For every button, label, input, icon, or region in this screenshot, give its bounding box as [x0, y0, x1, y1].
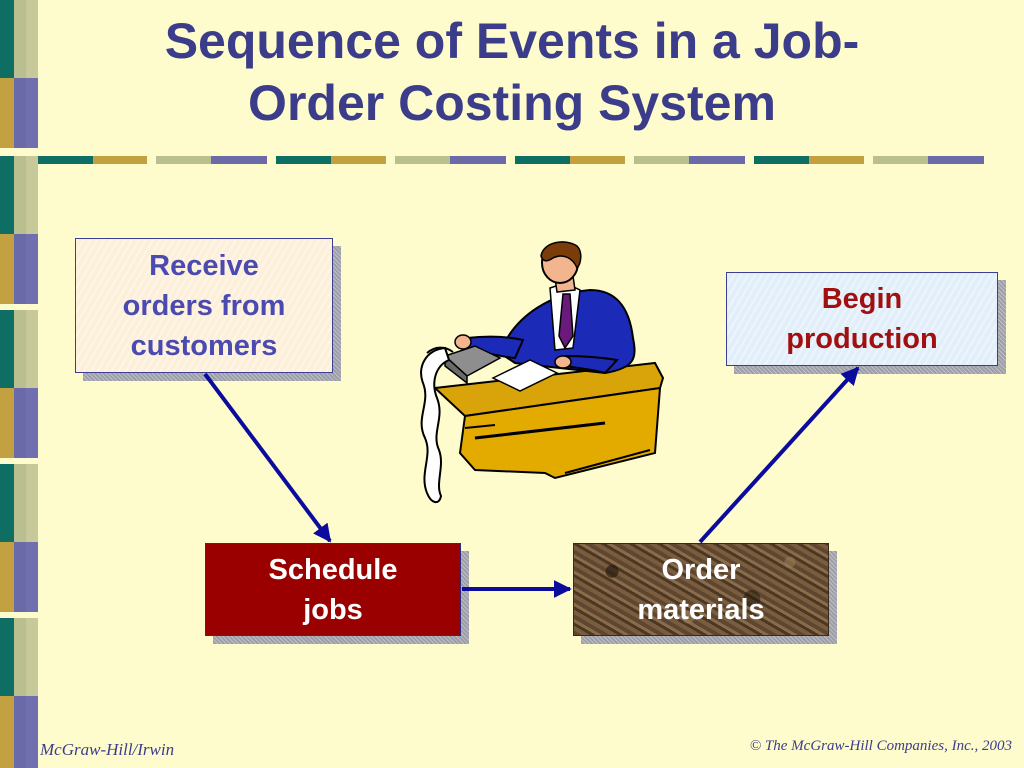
node-order-materials: Order materials	[573, 543, 829, 636]
schedule-line-2: jobs	[303, 593, 363, 626]
title-line-1: Sequence of Events in a Job-	[164, 13, 860, 69]
businessman-at-desk-icon	[420, 241, 665, 504]
receive-line-3: customers	[130, 329, 278, 362]
node-receive-orders: Receive orders from customers	[75, 238, 333, 373]
footer-copyright: © The McGraw-Hill Companies, Inc., 2003	[749, 738, 1012, 754]
arrow-order-to-begin	[698, 366, 860, 544]
order-line-1: Order	[661, 553, 741, 586]
arrow-receive-to-schedule	[203, 372, 332, 543]
title-line-2: Order Costing System	[248, 75, 776, 131]
node-begin-production: Begin production	[726, 272, 998, 366]
receive-line-2: orders from	[122, 289, 286, 322]
begin-line-2: production	[786, 323, 938, 355]
slide-title: Sequence of Events in a Job- Order Costi…	[40, 10, 984, 134]
left-decorative-stripes	[0, 0, 38, 768]
receive-line-1: Receive	[149, 249, 259, 282]
schedule-line-1: Schedule	[268, 553, 398, 586]
begin-line-1: Begin	[821, 283, 903, 315]
footer-publisher: McGraw-Hill/Irwin	[40, 740, 175, 759]
title-divider-band	[38, 156, 986, 164]
node-schedule-jobs: Schedule jobs	[205, 543, 461, 636]
order-line-2: materials	[637, 593, 765, 626]
